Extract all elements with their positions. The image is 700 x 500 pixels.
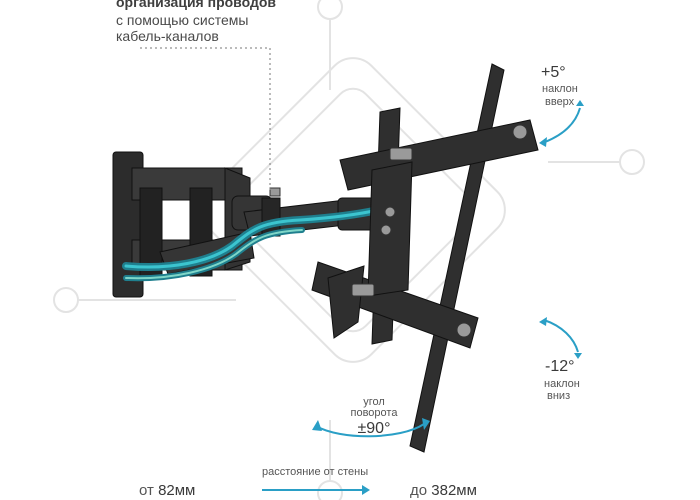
tilt-down-label2: вниз [547,390,571,402]
cable-channel [122,206,382,282]
tilt-up-angle: +5° [541,64,566,81]
distance-arrow [262,485,370,495]
distance-max-prefix: до [410,482,428,499]
tilt-down-angle: -12° [545,358,575,375]
swivel-arrow [312,418,430,438]
tilt-up-arrow [539,100,584,147]
cable-management-title: организация проводов [116,0,277,10]
cable-management-line2: с помощью системы [116,12,249,28]
vesa-frame [311,63,539,453]
swivel-angle: ±90° [357,420,391,437]
cable-management-line3: кабель-каналов [116,28,219,44]
distance-min-prefix: от [139,482,154,499]
tilt-down-arrow [539,317,582,359]
bolts [269,124,528,338]
tilt-down-label1: наклон [544,378,580,390]
tilt-up-label2: вверх [545,96,575,108]
distance-min-value: 82мм [158,482,196,499]
distance-max-value: 382мм [431,482,477,499]
swivel-label2: поворота [350,407,398,419]
distance-caption: расстояние от стены [262,466,369,478]
tilt-up-label1: наклон [542,83,578,95]
leader-line [140,47,271,190]
swivel-label1: угол [363,396,385,408]
